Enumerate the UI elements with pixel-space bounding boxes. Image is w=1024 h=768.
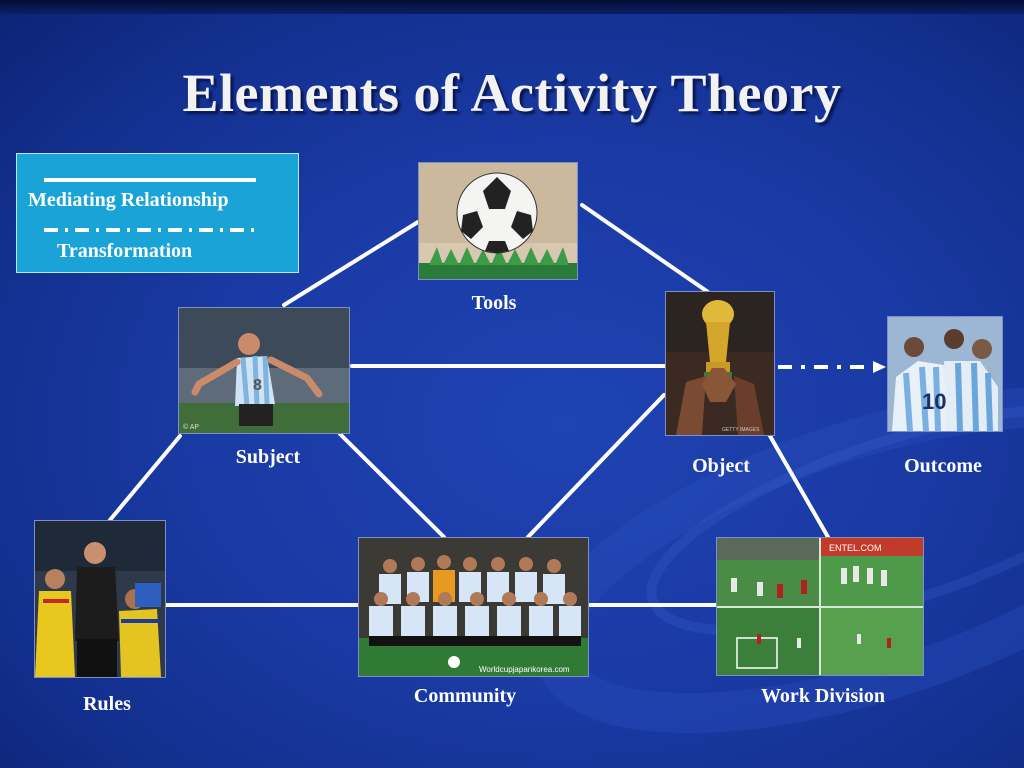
- node-label-work-division: Work Division: [761, 685, 885, 707]
- legend-solid-line: [44, 178, 256, 182]
- node-label-rules: Rules: [83, 693, 131, 715]
- node-label-object: Object: [692, 455, 750, 477]
- slide-title: Elements of Activity Theory: [182, 63, 842, 123]
- outcome-photo: 10: [887, 316, 1003, 432]
- line-object-workdivision: [768, 434, 830, 539]
- tools-photo: [418, 162, 578, 280]
- community-photo: Worldcupjapankorea.com: [358, 537, 589, 677]
- line-subject-rules: [108, 434, 182, 522]
- node-label-subject: Subject: [235, 446, 301, 468]
- node-label-outcome: Outcome: [904, 455, 982, 477]
- line-subject-community: [338, 432, 446, 539]
- community-photo-credit: Worldcupjapankorea.com: [479, 665, 570, 674]
- work-division-banner: ENTEL.COM: [829, 543, 882, 553]
- subject-photo: 8 © AP: [178, 307, 350, 434]
- rules-photo: [34, 520, 166, 678]
- node-label-tools: Tools: [471, 292, 517, 314]
- svg-text:10: 10: [922, 389, 946, 414]
- line-community-object: [526, 393, 666, 539]
- object-photo-credit: GETTY IMAGES: [722, 427, 760, 433]
- object-photo: GETTY IMAGES: [665, 291, 775, 436]
- line-tools-object: [580, 203, 710, 294]
- top-bar: [0, 0, 1024, 14]
- legend-box: Mediating Relationship Transformation: [16, 153, 299, 273]
- svg-text:8: 8: [253, 377, 262, 394]
- work-division-photo: ENTEL.COM: [716, 537, 924, 676]
- line-subject-tools: [282, 220, 420, 307]
- transformation-arrow: [778, 361, 886, 373]
- node-label-community: Community: [413, 685, 517, 707]
- legend-dashed-line: [44, 228, 256, 232]
- legend-mediating-label: Mediating Relationship: [28, 189, 229, 211]
- legend-transformation-label: Transformation: [57, 240, 193, 262]
- subject-photo-credit: © AP: [183, 423, 199, 431]
